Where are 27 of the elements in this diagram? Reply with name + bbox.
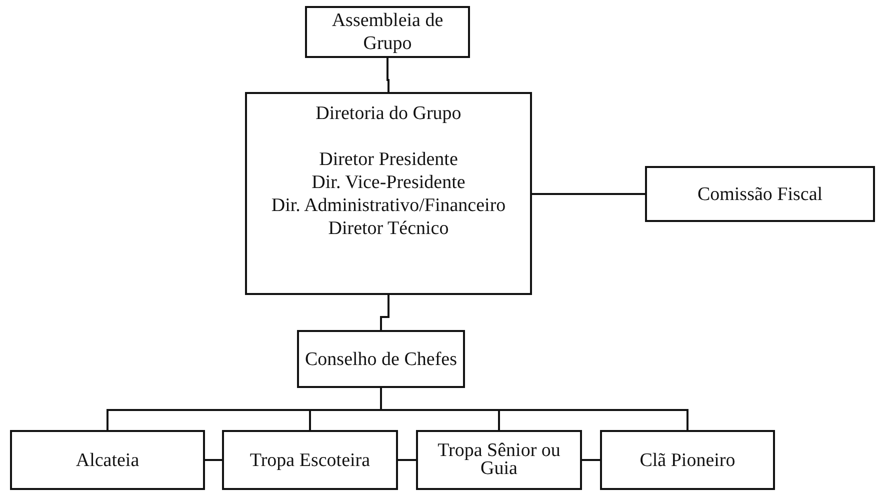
org-box [600, 430, 775, 490]
connector-line [205, 459, 222, 461]
connector-line [398, 459, 416, 461]
connector-line [532, 193, 645, 195]
connector-line [380, 388, 688, 430]
box-label: Clã Pioneiro [640, 448, 736, 472]
org-box [645, 166, 875, 222]
connector-line [380, 295, 390, 330]
box-heading: Diretoria do Grupo [316, 102, 462, 125]
box-label: Alcateia [76, 448, 140, 472]
connector-line [386, 58, 390, 92]
box-label: Tropa Sênior ou Guia [436, 442, 562, 478]
org-box [305, 6, 470, 58]
org-box [416, 430, 582, 490]
box-label: Assembleia de Grupo [330, 9, 444, 55]
box-label: Diretor Técnico [328, 217, 449, 240]
box-label: Dir. Administrativo/Financeiro [271, 194, 506, 217]
box-label: Conselho de Chefes [305, 348, 457, 370]
org-box [222, 430, 398, 490]
org-box [245, 92, 532, 295]
box-label: Dir. Vice-Presidente [312, 171, 466, 194]
box-label: Comissão Fiscal [697, 182, 823, 206]
org-box [10, 430, 205, 490]
box-label: Tropa Escoteira [250, 448, 370, 472]
box-label: Diretor Presidente [319, 148, 458, 171]
connector-line [582, 459, 600, 461]
org-box [297, 330, 465, 388]
